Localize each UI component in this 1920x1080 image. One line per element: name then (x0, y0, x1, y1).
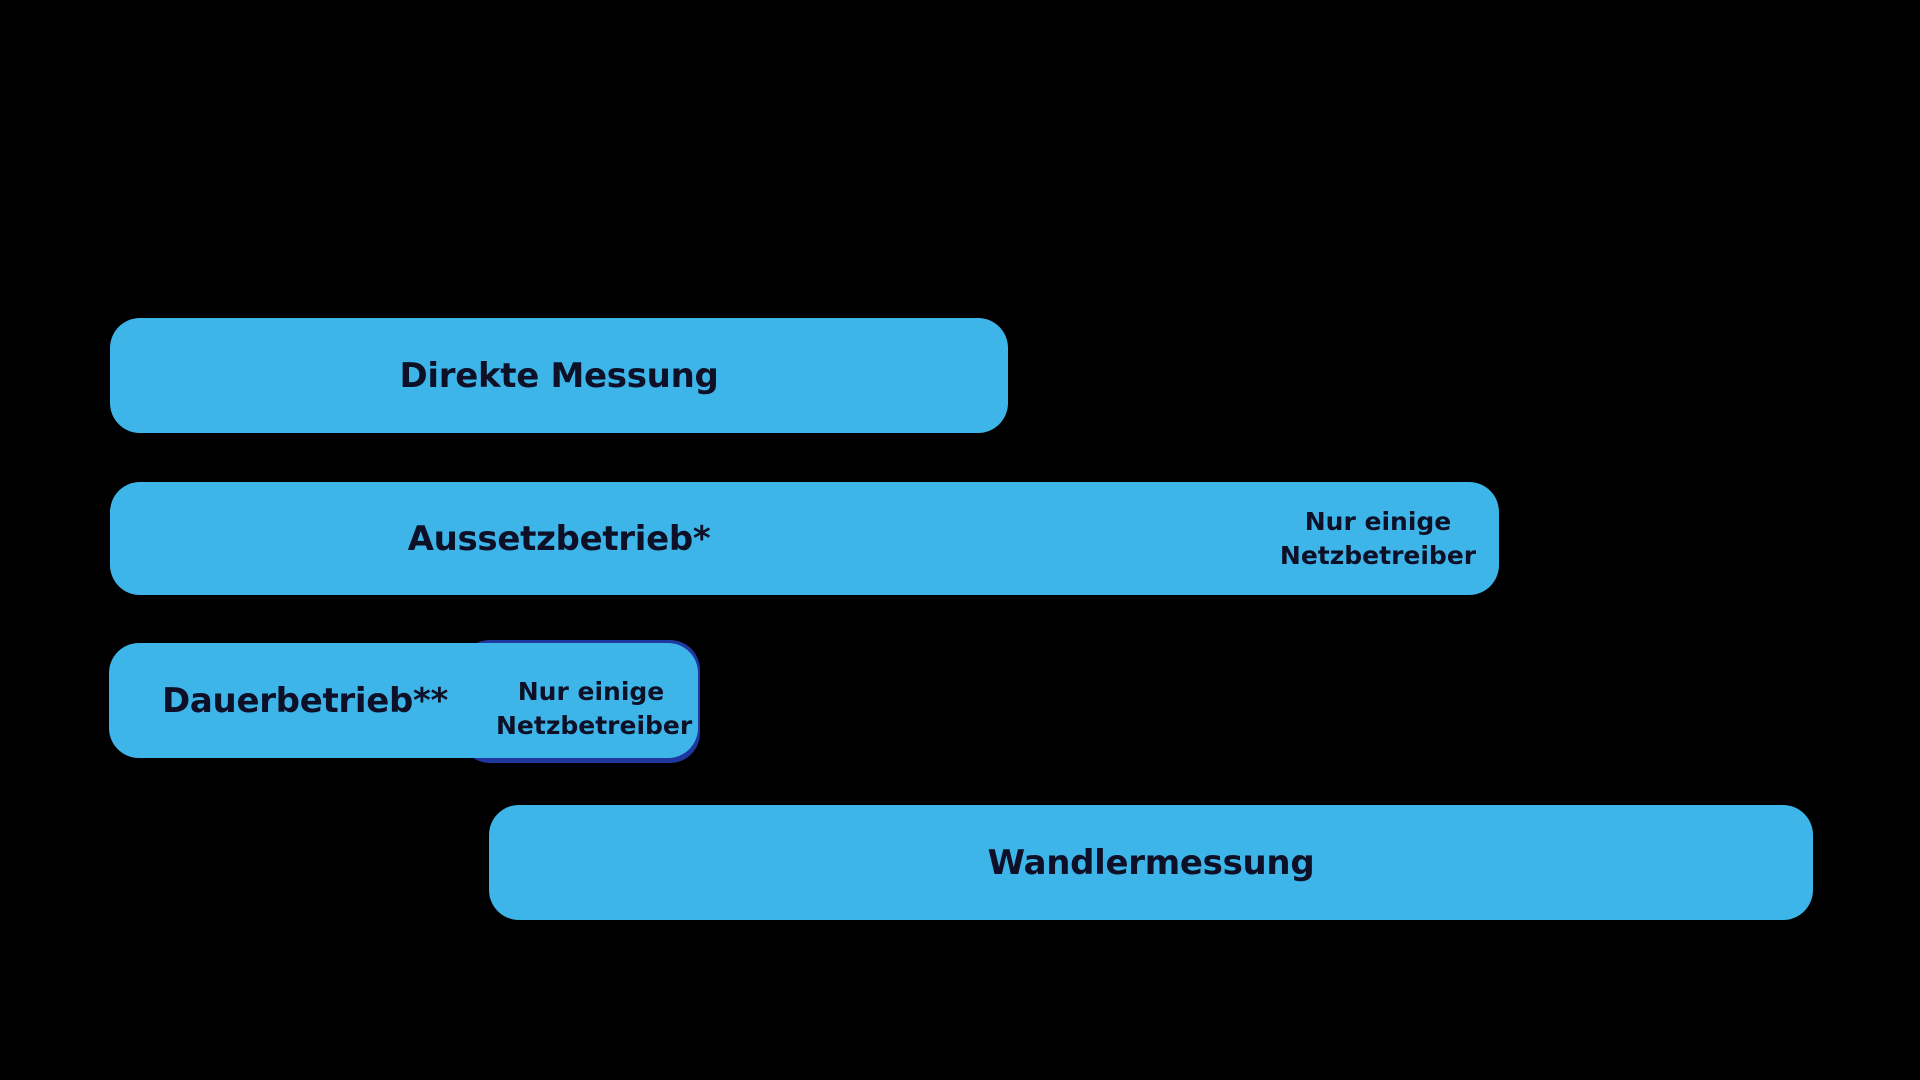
note-line-1: Nur einige (517, 676, 665, 706)
bar-wandlermessung: Wandlermessung (489, 805, 1813, 920)
note-line-1: Nur einige (1304, 506, 1452, 536)
bar-label-direkte-messung: Direkte Messung (399, 355, 719, 396)
bar-direkte-messung: Direkte Messung (110, 318, 1008, 433)
bar-label-dauerbetrieb: Dauerbetrieb** (161, 680, 449, 721)
bar-label-wandlermessung: Wandlermessung (987, 842, 1315, 883)
note-line-2: Netzbetreiber (496, 710, 693, 740)
note-line-2: Netzbetreiber (1279, 540, 1477, 570)
bar-label-aussetzbetrieb: Aussetzbetrieb* (407, 518, 711, 559)
